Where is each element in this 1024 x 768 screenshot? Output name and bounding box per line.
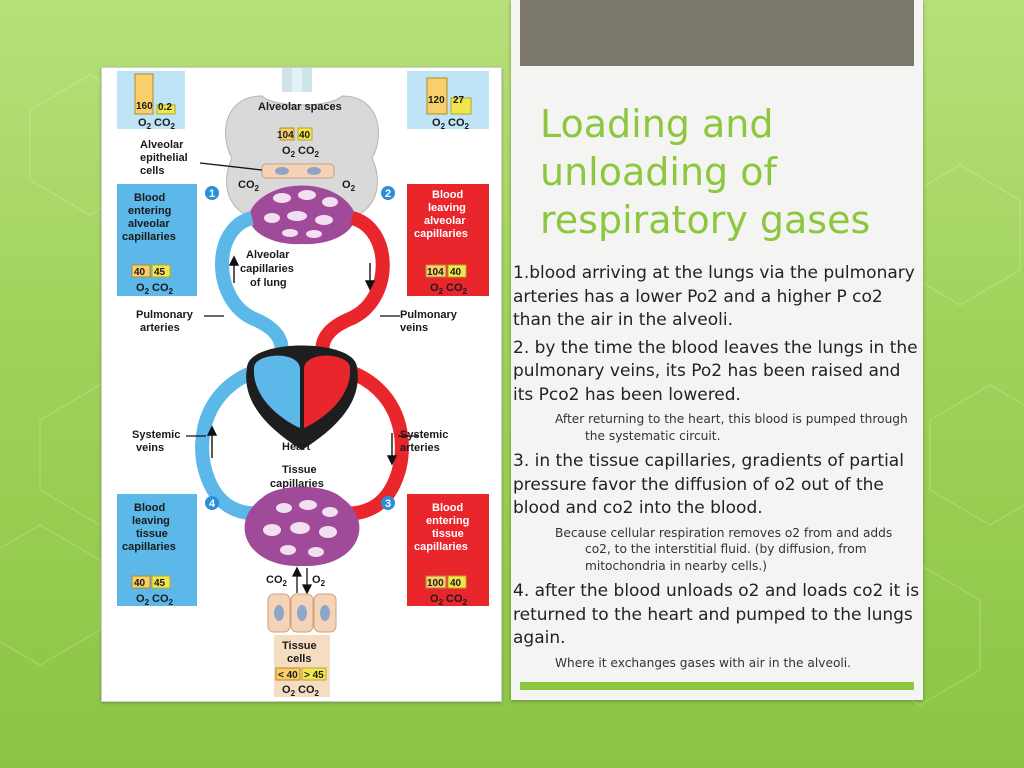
- box4-line-2: leaving: [132, 515, 170, 527]
- box1-line-1: Blood: [134, 192, 165, 204]
- alveolar-capillaries-label-1: Alveolar: [246, 249, 290, 261]
- box2-line-4: capillaries: [414, 228, 468, 240]
- paragraph-1: 1.blood arriving at the lungs via the pu…: [513, 263, 915, 330]
- pulmonary-arteries-label-1: Pulmonary: [136, 309, 194, 321]
- box4-pco2: 45: [154, 578, 166, 589]
- box1-po2: 40: [134, 267, 146, 278]
- paragraph-3-sub: Because cellular respiration removes o2 …: [555, 525, 893, 573]
- title-bar: [520, 0, 914, 66]
- badge-1: 1: [209, 188, 215, 200]
- tissue-cells-box: [274, 635, 330, 697]
- top-right-air-box: [407, 71, 489, 129]
- paragraph-4-sub: Where it exchanges gases with air in the…: [555, 655, 852, 670]
- tissue-pco2: > 45: [304, 670, 324, 681]
- systemic-arteries-label-1: Systemic: [400, 429, 448, 441]
- slide-title: Loading and unloading of respiratory gas…: [540, 102, 871, 242]
- top-right-pco2: 27: [453, 95, 465, 106]
- tissue-co2-label: CO2: [266, 574, 288, 588]
- top-right-po2: 120: [428, 95, 445, 106]
- alveolar-pco2: 40: [299, 130, 311, 141]
- box3-line-4: capillaries: [414, 541, 468, 553]
- slide-text-panel: Loading and unloading of respiratory gas…: [511, 0, 923, 700]
- alveolar-spaces-label: Alveolar spaces: [258, 101, 342, 113]
- box1-line-2: entering: [128, 205, 171, 217]
- box3-po2: 100: [427, 578, 444, 589]
- tissue-o2-label: O2: [312, 574, 326, 588]
- box2-po2: 104: [427, 267, 444, 278]
- box1-pco2: 45: [154, 267, 166, 278]
- tissue-capillaries-label-2: capillaries: [270, 478, 324, 490]
- alveolar-po2: 104: [277, 130, 294, 141]
- systemic-arteries-label-2: arteries: [400, 442, 440, 454]
- epithelial-label-3: cells: [140, 165, 164, 177]
- paragraph-2: 2. by the time the blood leaves the lung…: [513, 337, 918, 405]
- pulmonary-arteries-label-2: arteries: [140, 322, 180, 334]
- box4-po2: 40: [134, 578, 146, 589]
- box3-line-3: tissue: [432, 528, 464, 540]
- box2-line-2: leaving: [428, 202, 466, 214]
- tissue-cells-label-2: cells: [287, 653, 311, 665]
- heart: [246, 345, 358, 450]
- tissue-cells-label-1: Tissue: [282, 640, 317, 652]
- box4-line-1: Blood: [134, 502, 165, 514]
- top-left-po2: 160: [136, 101, 153, 112]
- pulmonary-veins-label-2: veins: [400, 322, 428, 334]
- box4-line-4: capillaries: [122, 541, 176, 553]
- badge-3: 3: [385, 498, 391, 510]
- box3-line-1: Blood: [432, 502, 463, 514]
- lung-co2-label: CO2: [238, 179, 260, 193]
- box2-line-1: Blood: [432, 189, 463, 201]
- box2-line-3: alveolar: [424, 215, 466, 227]
- alveolar-epithelial-cells: [261, 163, 335, 179]
- tissue-cells: [267, 593, 337, 633]
- paragraph-3: 3. in the tissue capillaries, gradients …: [513, 451, 904, 518]
- heart-label: Heart: [282, 441, 310, 453]
- alveolar-capillary-network: [249, 185, 355, 245]
- epithelial-label-2: epithelial: [140, 152, 188, 164]
- slide-body: 1.blood arriving at the lungs via the pu…: [513, 262, 921, 677]
- box1-line-3: alveolar: [128, 218, 170, 230]
- top-left-pco2: 0.2: [158, 102, 172, 113]
- epithelial-label-1: Alveolar: [140, 139, 184, 151]
- box2-pco2: 40: [450, 267, 462, 278]
- paragraph-4: 4. after the blood unloads o2 and loads …: [513, 581, 920, 648]
- systemic-veins-label-2: veins: [136, 442, 164, 454]
- alveolar-capillaries-label-3: of lung: [250, 277, 287, 289]
- tissue-capillaries-label-1: Tissue: [282, 464, 317, 476]
- tissue-capillary-network: [244, 486, 360, 567]
- box3-pco2: 40: [450, 578, 462, 589]
- badge-2: 2: [385, 188, 391, 200]
- bottom-accent-bar: [520, 682, 914, 690]
- tissue-po2: < 40: [278, 670, 298, 681]
- lung-o2-label: O2: [342, 179, 356, 193]
- box4-line-3: tissue: [136, 528, 168, 540]
- systemic-veins-label-1: Systemic: [132, 429, 180, 441]
- paragraph-2-sub: After returning to the heart, this blood…: [555, 412, 908, 443]
- alveolar-capillaries-label-2: capillaries: [240, 263, 294, 275]
- badge-4: 4: [209, 498, 216, 510]
- box3-line-2: entering: [426, 515, 469, 527]
- box1-line-4: capillaries: [122, 231, 176, 243]
- pulmonary-veins-label-1: Pulmonary: [400, 309, 458, 321]
